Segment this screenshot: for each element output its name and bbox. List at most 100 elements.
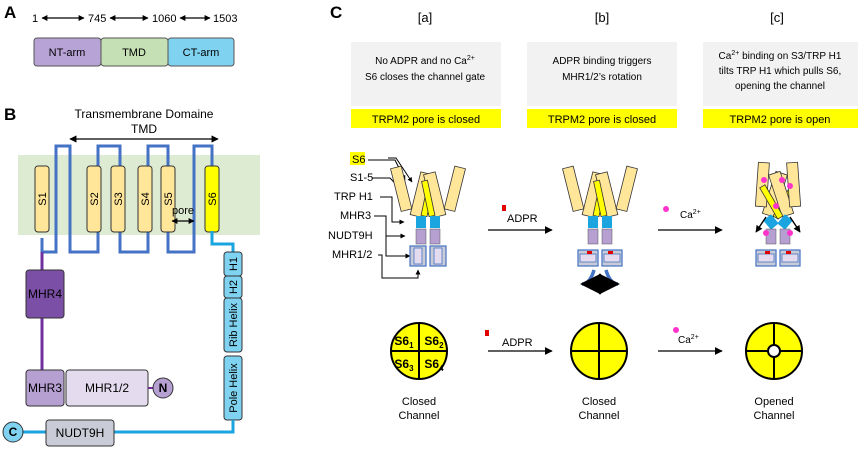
column-a-desc-line2: S6 closes the channel gate — [365, 72, 486, 83]
column-c-desc-line1: Ca2+ binding on S3/TRP H1 — [719, 50, 842, 62]
mhr4-domain — [25, 269, 65, 319]
legend-s6-highlight — [350, 152, 365, 165]
adpr-marker-bottom — [485, 330, 489, 336]
h1-label: H1 — [228, 257, 240, 271]
calcium-ion — [761, 177, 767, 183]
column-b-status-banner — [527, 109, 677, 128]
helix-s6: S6 — [204, 165, 220, 233]
helix-s5: S5 — [160, 165, 176, 233]
legend-nudt9h: NUDT9H — [328, 230, 373, 242]
helix-s1: S1 — [34, 165, 50, 233]
legend-s1-5: S1-5 — [350, 172, 373, 184]
n-terminus — [152, 377, 174, 399]
helix-label-s6: S6 — [207, 192, 219, 205]
helix-s4: S4 — [137, 165, 153, 233]
n-terminus-label: N — [159, 381, 168, 395]
legend-s6: S6 — [352, 154, 365, 166]
channel-c-label-line2: Channel — [754, 410, 795, 422]
nudt9h-label: NUDT9H — [56, 426, 105, 440]
channel-b-label-line1: Closed — [582, 396, 616, 408]
calcium-label-top: Ca2+ — [680, 209, 701, 221]
pore-cross-section-open — [745, 322, 803, 380]
helix-label-s4: S4 — [140, 192, 152, 205]
transmembrane-helices: S1 S2 S3 S4 S5 S6 — [34, 165, 220, 233]
right-subunit — [759, 161, 802, 267]
ct-arm-label: CT-arm — [183, 47, 220, 59]
pole-helix-label: Pole Helix — [228, 363, 240, 413]
column-c-desc-line2: tilts TRP H1 which pulls S6, — [719, 66, 841, 77]
legend-mhr3: MHR3 — [340, 210, 371, 222]
column-c-status-banner — [703, 109, 858, 128]
column-b-desc-line2: MHR1/2’s rotation — [562, 72, 642, 83]
adpr-label-bottom: ADPR — [502, 337, 533, 349]
channel-state-a — [390, 165, 466, 267]
quadrant-s6-4: S64 — [424, 357, 444, 373]
panel-b-label: B — [4, 105, 16, 124]
calcium-ion — [779, 177, 785, 183]
position-1503: 1503 — [213, 13, 237, 25]
adpr-marker-top — [502, 205, 506, 211]
panel-c: C [a] No ADPR and no Ca2+ S6 closes the … — [328, 3, 858, 422]
channel-c-label-line1: Opened — [754, 396, 793, 408]
nudt9h-domain — [45, 419, 115, 447]
s6-to-h1-linker — [210, 231, 235, 252]
channel-a-label-line2: Channel — [399, 410, 440, 422]
column-b-status-text: TRPM2 pore is closed — [548, 114, 656, 126]
position-745: 745 — [88, 13, 106, 25]
column-b-desc-line1: ADPR binding triggers — [553, 56, 652, 67]
rib-helix-label: Rib Helix — [228, 302, 240, 347]
helix-label-s2: S2 — [89, 192, 101, 205]
mhr12-label: MHR1/2 — [85, 381, 129, 395]
calcium-ion — [787, 183, 793, 189]
calcium-ion — [763, 230, 769, 236]
column-c-tag: [c] — [770, 10, 784, 25]
panel-b: B Transmembrane Domaine TMD S1 S2 S3 S4 S5 S6… — [2, 105, 260, 447]
channel-a-label-line1: Closed — [402, 396, 436, 408]
pore-cross-section-closed-a: S61 S62 S63 S64 — [390, 322, 448, 380]
position-1060: 1060 — [152, 13, 176, 25]
column-a-desc-line1: No ADPR and no Ca2+ — [375, 55, 475, 67]
column-a-description-box — [351, 42, 501, 106]
pore-cross-section-closed-b — [570, 322, 628, 380]
calcium-marker-top — [663, 206, 669, 212]
quadrant-s6-3: S63 — [394, 357, 414, 373]
mhr3-domain — [25, 369, 65, 407]
c-terminus — [2, 421, 24, 443]
tmd-title-line1: Transmembrane Domaine — [75, 107, 214, 121]
column-a-status-banner — [351, 109, 501, 128]
column-a-tag: [a] — [418, 10, 432, 25]
h2-label: H2 — [228, 280, 240, 294]
panel-a-label: A — [4, 3, 16, 22]
open-pore-hole — [767, 344, 781, 358]
column-b-tag: [b] — [595, 10, 609, 25]
column-c-status-text: TRPM2 pore is open — [730, 114, 831, 126]
helix-label-s1: S1 — [37, 192, 49, 205]
calcium-marker-bottom — [673, 327, 679, 333]
calcium-ion — [787, 230, 793, 236]
channel-b-label-line2: Channel — [579, 410, 620, 422]
column-a-status-text: TRPM2 pore is closed — [372, 114, 480, 126]
mhr4-label: MHR4 — [28, 287, 62, 301]
rib-helix — [223, 297, 243, 353]
position-1: 1 — [32, 13, 38, 25]
helix-s3: S3 — [110, 165, 126, 233]
panel-a: A 1 745 1060 1503 NT-arm TMD CT-arm — [4, 3, 237, 67]
calcium-label-bottom: Ca2+ — [678, 334, 699, 346]
adpr-label-top: ADPR — [507, 213, 538, 225]
ct-linker — [22, 420, 235, 434]
legend-trp-h1: TRP H1 — [334, 191, 373, 203]
panel-c-label: C — [330, 3, 342, 22]
helix-s2: S2 — [86, 165, 102, 233]
right-subunit — [421, 165, 466, 267]
nt-arm-label: NT-arm — [49, 47, 86, 59]
mhr3-label: MHR3 — [28, 381, 62, 395]
c-terminus-label: C — [9, 425, 18, 439]
right-subunit — [593, 165, 638, 267]
calcium-ion — [773, 203, 779, 209]
pore-label: pore — [172, 205, 194, 217]
column-c-description-box — [703, 42, 858, 106]
channel-state-c — [754, 161, 802, 267]
helix-label-s5: S5 — [163, 192, 175, 205]
tmd-title-line2: TMD — [131, 122, 157, 136]
column-c-desc-line3: opening the channel — [735, 81, 825, 92]
